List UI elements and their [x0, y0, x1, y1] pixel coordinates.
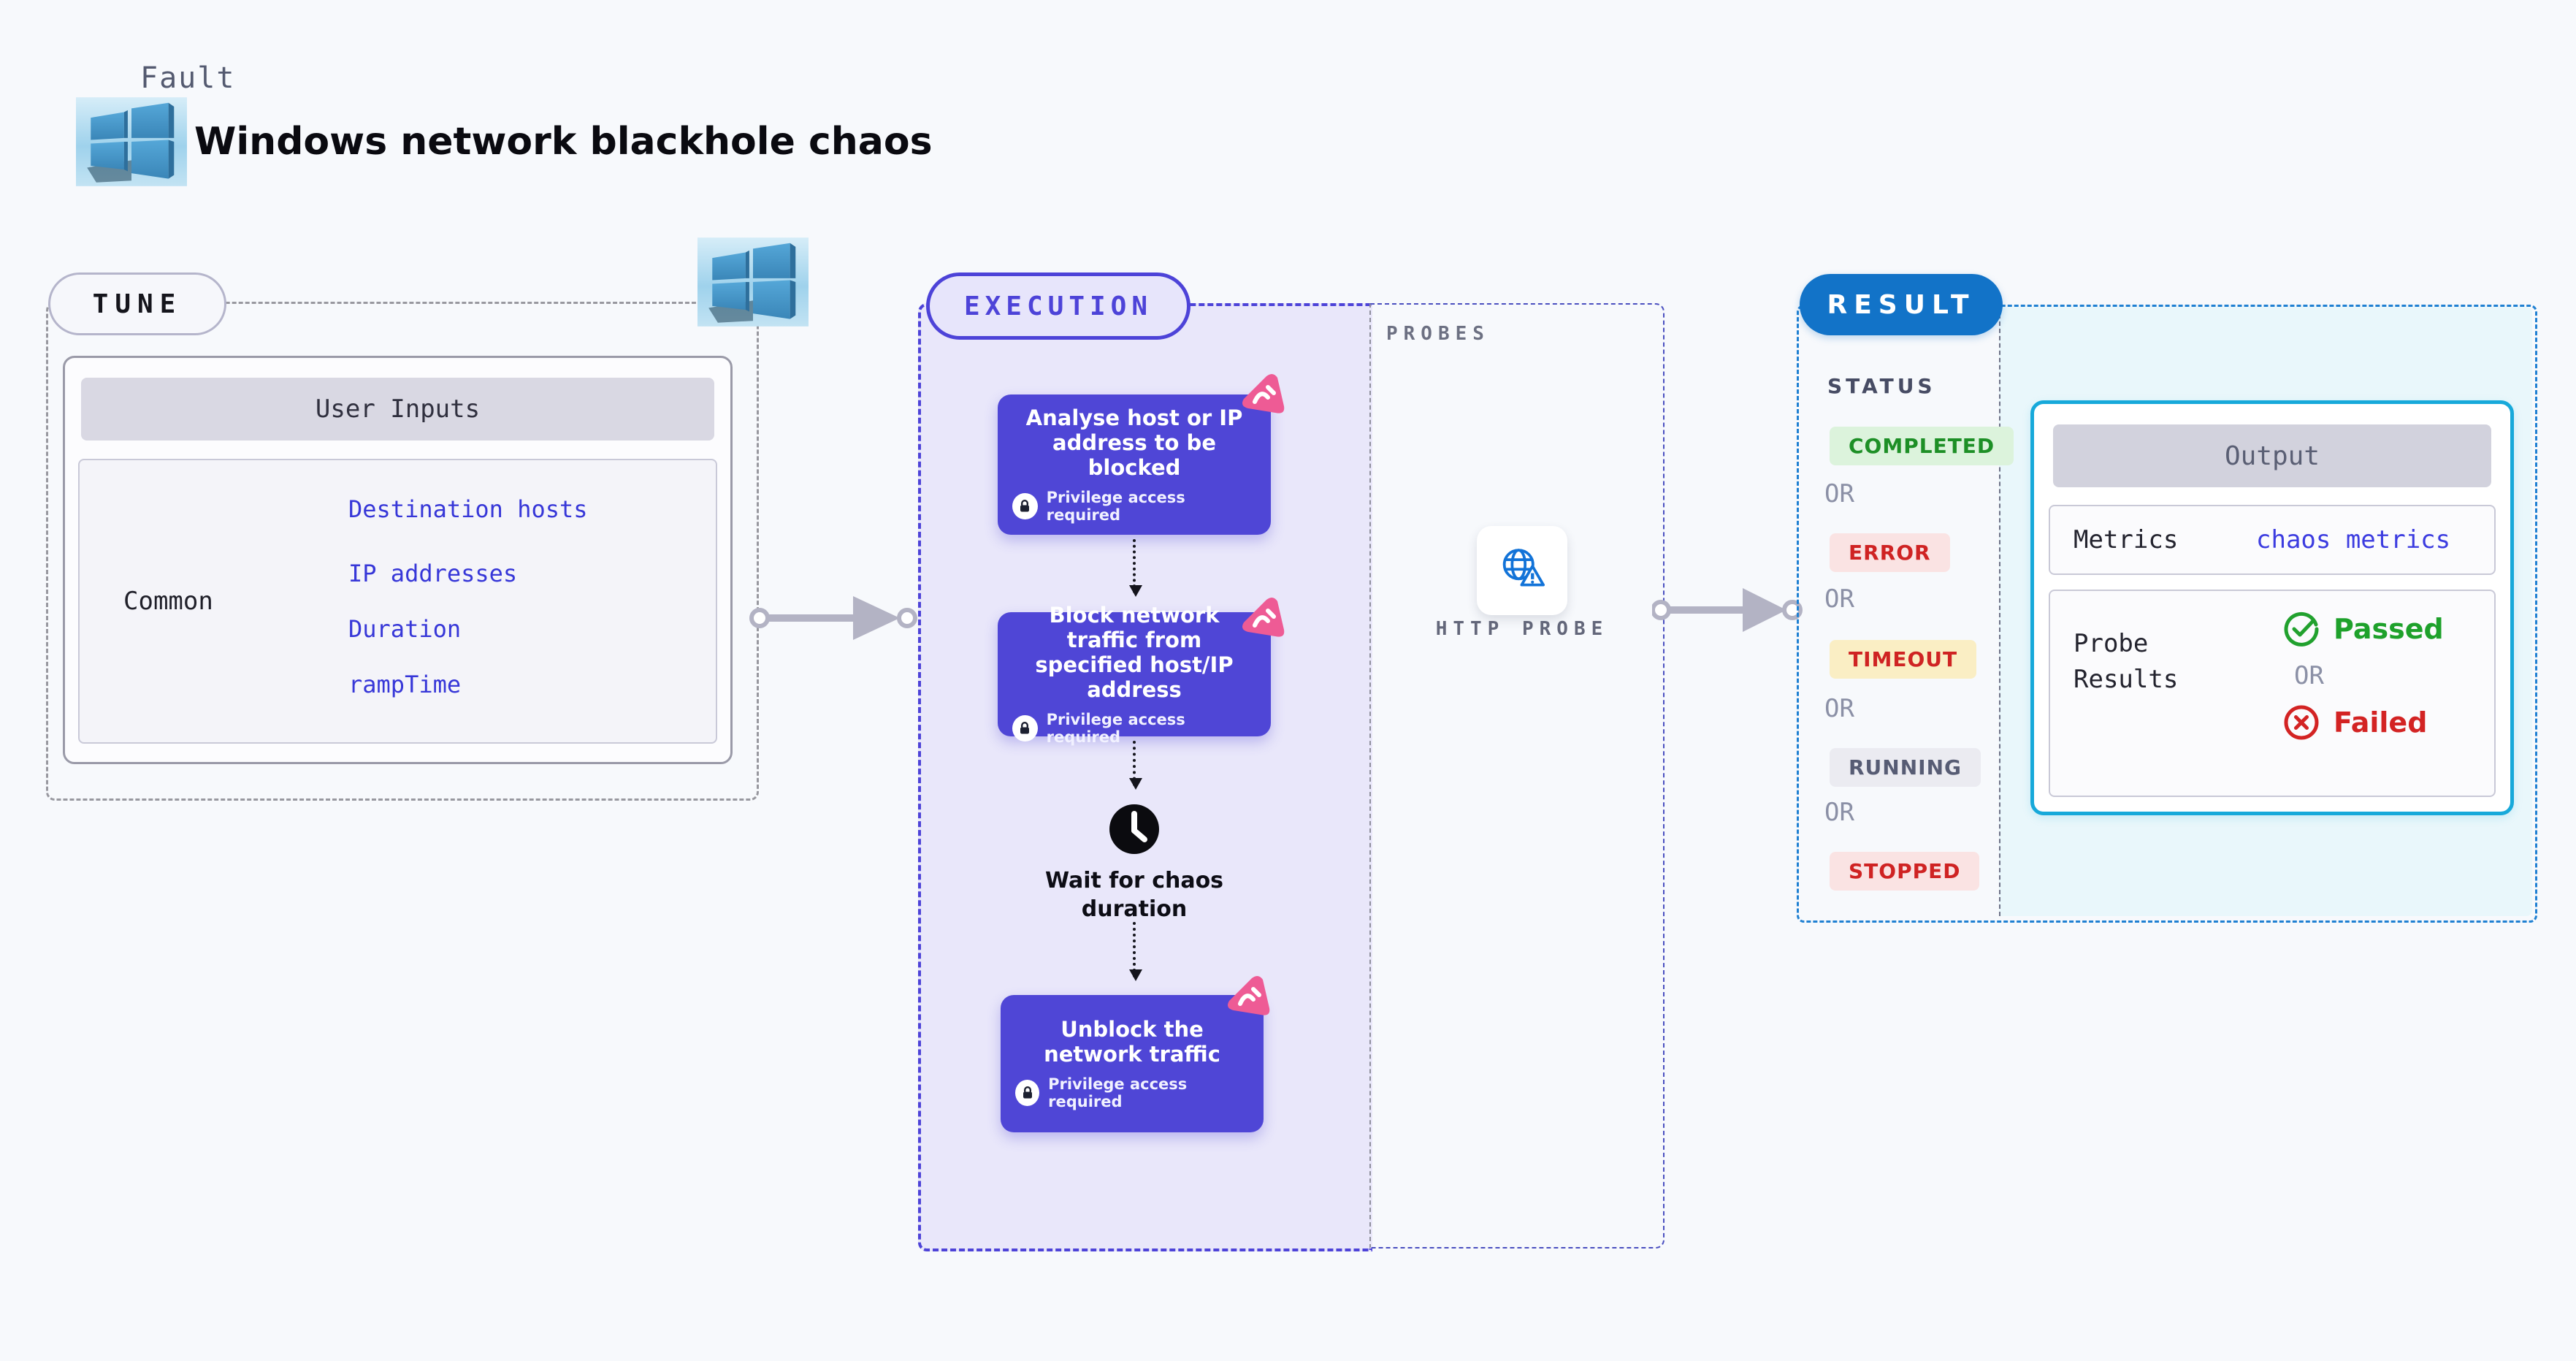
passed-result: Passed: [2282, 610, 2444, 648]
execution-section-label: EXECUTION: [926, 272, 1190, 340]
param-link-destination-hosts[interactable]: Destination hosts: [348, 495, 588, 523]
chaos-experiment-icon: [1239, 373, 1287, 416]
tune-section-box: [46, 302, 759, 801]
metrics-row: Metrics chaos metrics: [2049, 505, 2496, 575]
status-badge-error: ERROR: [1830, 533, 1950, 572]
result-section-label: RESULT: [1800, 274, 2003, 335]
flow-connector-arrow: [1129, 539, 1142, 597]
or-separator: OR: [1824, 584, 1854, 614]
lock-icon: [1012, 715, 1038, 742]
or-separator: OR: [1824, 694, 1854, 723]
page-title: Windows network blackhole chaos: [194, 120, 933, 164]
privilege-badge: Privilege access required: [1012, 711, 1256, 746]
param-link-ramptime[interactable]: rampTime: [348, 671, 462, 698]
globe-alert-icon: [1502, 549, 1545, 587]
probe-results-label: Probe Results: [2074, 629, 2179, 695]
flow-connector-arrow: [1129, 922, 1142, 981]
check-circle-icon: [2284, 611, 2319, 647]
output-card: Output Metrics chaos metrics Probe Resul…: [2030, 400, 2514, 815]
status-badge-timeout: TIMEOUT: [1830, 640, 1977, 679]
common-row-label: Common: [123, 587, 213, 616]
output-header: Output: [2053, 424, 2491, 487]
failed-result: Failed: [2282, 704, 2427, 742]
clock-icon: [1109, 804, 1159, 854]
result-section-box: [1797, 305, 2537, 923]
http-probe-label: HTTP PROBE: [1435, 618, 1609, 640]
param-link-duration[interactable]: Duration: [348, 615, 462, 643]
exec-node-title: Block network traffic from specified hos…: [1035, 602, 1234, 703]
probe-results-row: Probe Results Passed OR Failed: [2049, 590, 2496, 797]
flow-connector-arrow: [1129, 741, 1142, 790]
metrics-label: Metrics: [2074, 525, 2179, 554]
lock-icon: [1012, 493, 1038, 520]
probe-results-values: Passed OR Failed: [2282, 610, 2444, 777]
exec-node-title: Analyse host or IP address to be blocked: [1025, 405, 1243, 481]
fault-eyebrow: Fault: [140, 61, 236, 95]
status-badge-stopped: STOPPED: [1830, 852, 1980, 891]
chaos-experiment-icon: [1239, 596, 1287, 640]
status-heading: STATUS: [1827, 374, 1936, 398]
windows-logo-icon-small: [697, 237, 809, 327]
http-probe-card: [1477, 526, 1567, 615]
chaos-experiment-icon: [1224, 975, 1272, 1018]
x-circle-icon: [2284, 705, 2319, 740]
windows-logo-icon: [76, 97, 187, 186]
param-link-ip-addresses[interactable]: IP addresses: [348, 560, 518, 587]
user-inputs-header: User Inputs: [81, 378, 714, 441]
wait-step-label: Wait for chaos duration: [1044, 868, 1224, 922]
status-badge-completed: COMPLETED: [1830, 427, 2014, 465]
exec-node-block-traffic: Block network traffic from specified hos…: [998, 603, 1271, 746]
lock-icon: [1015, 1080, 1040, 1107]
or-separator: OR: [1824, 479, 1854, 508]
probes-section-label: PROBES: [1386, 323, 1490, 345]
or-separator: OR: [1824, 798, 1854, 827]
tune-section-label: TUNE: [48, 272, 226, 335]
user-inputs-body: Common Destination hosts IP addresses Du…: [78, 459, 717, 744]
tune-to-execution-arrow: [749, 596, 917, 640]
probes-to-result-arrow: [1652, 588, 1803, 632]
privilege-badge: Privilege access required: [1015, 1075, 1249, 1110]
status-badge-running: RUNNING: [1830, 748, 1981, 787]
chaos-metrics-link[interactable]: chaos metrics: [2256, 525, 2451, 554]
exec-node-unblock: Unblock the network traffic Privilege ac…: [1001, 995, 1264, 1132]
user-inputs-card: User Inputs Common Destination hosts IP …: [63, 356, 733, 764]
or-separator: OR: [2294, 661, 2324, 690]
privilege-badge: Privilege access required: [1012, 489, 1256, 524]
probes-section-box: [1369, 303, 1665, 1248]
exec-node-analyse: Analyse host or IP address to be blocked…: [998, 394, 1271, 535]
exec-node-title: Unblock the network traffic: [1044, 1016, 1220, 1067]
